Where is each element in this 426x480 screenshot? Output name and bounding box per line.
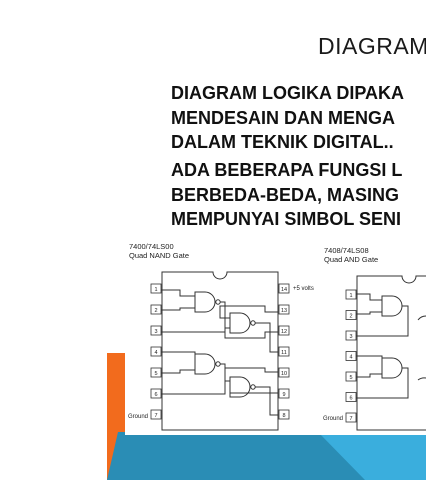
chip-part-number: 7400/74LS00 (129, 242, 174, 251)
ground-label: Ground (323, 416, 343, 422)
nand-gate-4 (224, 367, 278, 416)
pin-number: 7 (349, 416, 352, 422)
pin-box (345, 310, 357, 320)
paragraph-2-line: BERBEDA-BEDA, MASING (171, 184, 400, 205)
and-chip-diagram: 7408/74LS08 Quad AND Gate 1 2 3 4 5 6 7 Ground (320, 240, 426, 435)
supply-label: +5 volts (293, 286, 314, 292)
paragraph-1-line: MENDESAIN DAN MENGA (171, 107, 396, 128)
pin-number: 10 (281, 371, 287, 377)
pin-box (345, 392, 357, 402)
orange-bar (107, 353, 127, 432)
ground-label: Ground (128, 414, 148, 420)
paragraph-1-line: DALAM TEKNIK DIGITAL.. (171, 132, 394, 152)
pin-box (278, 304, 290, 315)
pin-number: 9 (282, 392, 285, 398)
paragraph-2-line: MEMPUNYAI SIMBOL SENI (171, 209, 402, 229)
pin-box (278, 346, 290, 357)
pin-number: 5 (154, 371, 157, 377)
pin-number: 3 (154, 329, 157, 335)
pin-box (150, 325, 162, 336)
pin-number: 4 (154, 350, 157, 356)
pin-number: 5 (349, 375, 352, 381)
and-gate-1 (356, 293, 409, 337)
pin-number: 7 (154, 413, 157, 419)
and-gate-2 (356, 355, 409, 399)
pin-box (150, 283, 162, 294)
pin-number: 8 (282, 413, 285, 419)
chip-part-number: 7408/74LS08 (324, 246, 369, 255)
pin-number: 2 (349, 314, 352, 320)
pin-number: 2 (154, 308, 157, 314)
pin-number: 4 (349, 355, 352, 361)
pin-box (278, 367, 290, 378)
pin-box (278, 283, 290, 294)
paragraph-2-line: ADA BEBERAPA FUNGSI L (171, 160, 403, 180)
nand-gate-2 (219, 305, 278, 353)
paragraph-2: ADA BEBERAPA FUNGSI L BERBEDA-BEDA, MASI… (171, 158, 402, 232)
pin-number: 3 (349, 334, 352, 340)
chip-body (356, 275, 426, 431)
pin-number: 13 (281, 308, 287, 314)
nand-gate-1 (161, 289, 226, 333)
pin-number: 1 (349, 293, 352, 299)
pin-number: 12 (281, 329, 287, 335)
chip-body (161, 271, 279, 431)
chip-name: Quad AND Gate (324, 255, 378, 264)
pin-number: 1 (154, 287, 157, 293)
pin-box (278, 388, 290, 399)
pin-number: 14 (281, 287, 287, 293)
blue-slant (318, 432, 426, 480)
pin-number: 11 (281, 350, 287, 356)
paragraph-1-line: DIAGRAM LOGIKA DIPAKA (171, 83, 404, 103)
pin-number: 6 (349, 396, 352, 402)
pin-number: 6 (154, 392, 157, 398)
paragraph-1: DIAGRAM LOGIKA DIPAKA MENDESAIN DAN MENG… (171, 81, 404, 155)
pin-box (345, 412, 357, 423)
pin-box (278, 409, 290, 420)
pin-box (278, 325, 290, 336)
slide-title: DIAGRAM (318, 33, 426, 59)
chip-name: Quad NAND Gate (129, 251, 189, 260)
pin-box (150, 409, 162, 420)
